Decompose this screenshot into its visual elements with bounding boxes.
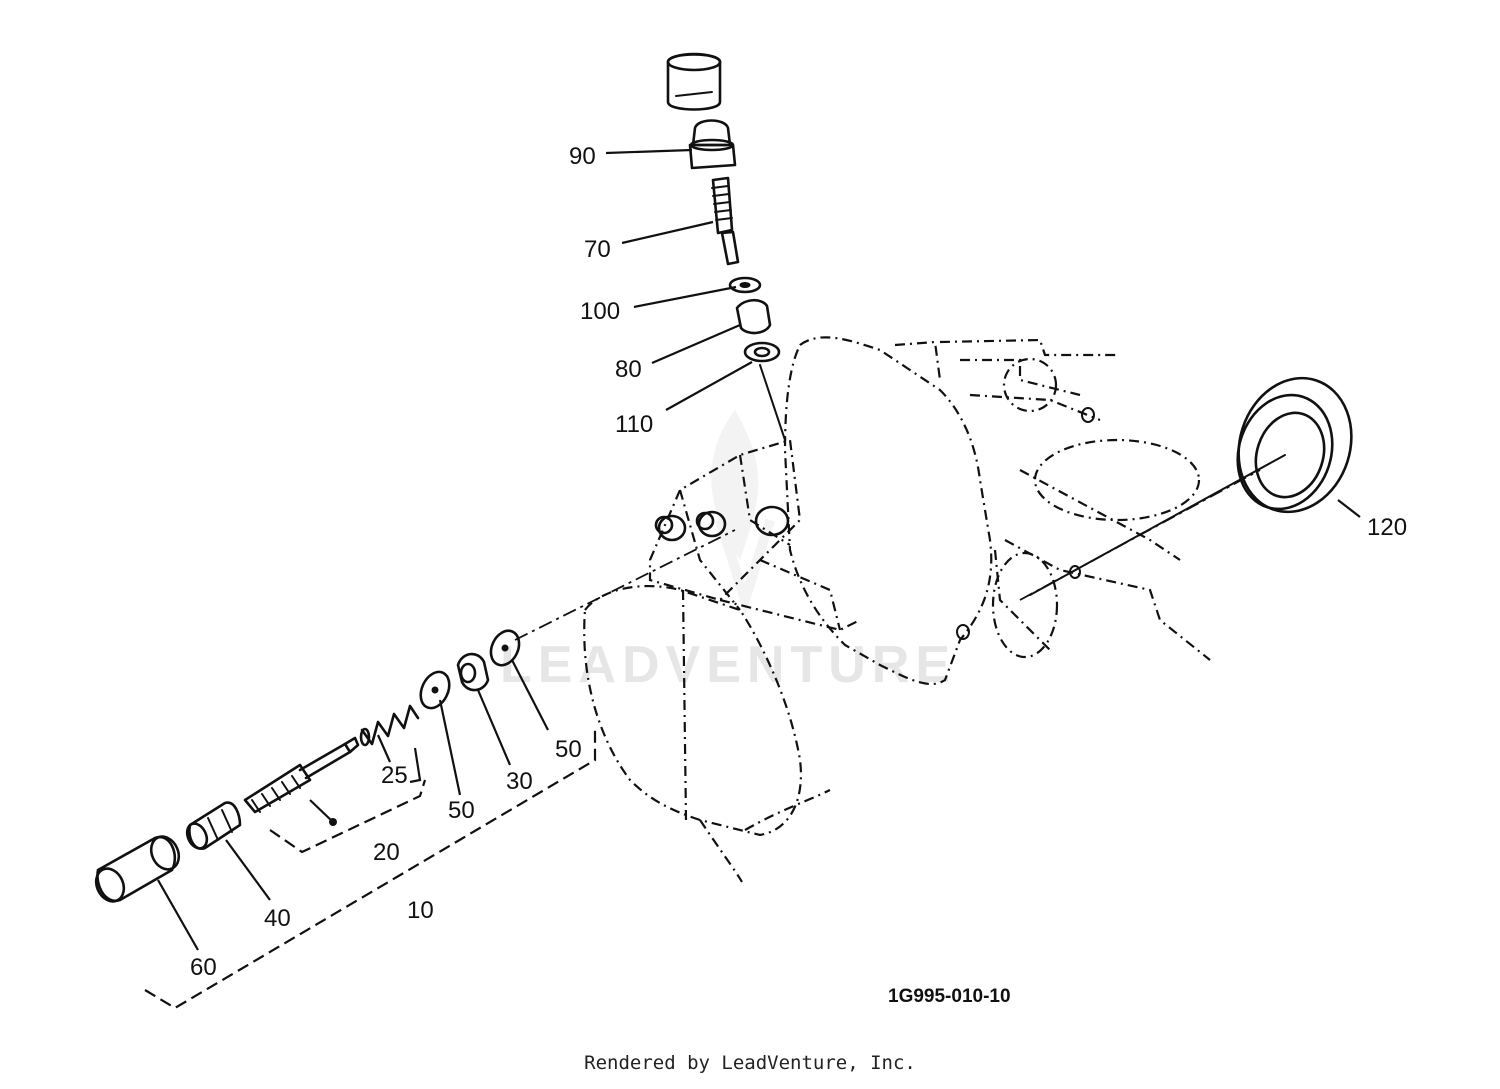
part-70-spring-stem (711, 176, 740, 266)
callout-50-b: 50 (555, 736, 582, 763)
part-80-nut (735, 298, 772, 335)
callout-100: 100 (580, 298, 620, 325)
callout-10: 10 (407, 897, 434, 924)
part-30-nut (456, 652, 490, 692)
watermark-text: LEADVENTURE (500, 636, 956, 694)
callout-80: 80 (615, 356, 642, 383)
callout-30: 30 (506, 768, 533, 795)
footer-credit: Rendered by LeadVenture, Inc. (584, 1052, 916, 1074)
group-brackets (144, 728, 597, 1010)
assembly-center-lines (514, 364, 1286, 641)
part-20-valve-stem (243, 736, 360, 814)
part-110-washer (743, 341, 781, 363)
callout-120: 120 (1367, 514, 1407, 541)
callout-60: 60 (190, 954, 217, 981)
part-100-washer (728, 276, 762, 294)
transmission-housing (583, 336, 1211, 883)
callout-90: 90 (569, 143, 596, 170)
callout-20: 20 (373, 839, 400, 866)
callout-25: 25 (381, 762, 408, 789)
callout-50-a: 50 (448, 797, 475, 824)
part-60-cap (94, 835, 181, 903)
drawing-code: 1G995-010-10 (888, 986, 1011, 1007)
callout-110: 110 (615, 411, 653, 438)
watermark-logo-icon (711, 410, 775, 617)
callout-leaders (157, 148, 1361, 951)
part-120-seal (1236, 376, 1353, 514)
part-40-plug (185, 801, 242, 850)
cap-part (666, 52, 722, 111)
part-50-washer-a (419, 670, 451, 710)
callout-labels: 90 70 100 80 110 120 25 50 30 50 20 40 1… (190, 143, 1407, 981)
part-25-spring (359, 704, 420, 747)
callout-40: 40 (264, 905, 291, 932)
part-90-fitting (688, 119, 737, 170)
callout-70: 70 (584, 236, 611, 263)
part-50-washer-b (489, 629, 521, 667)
